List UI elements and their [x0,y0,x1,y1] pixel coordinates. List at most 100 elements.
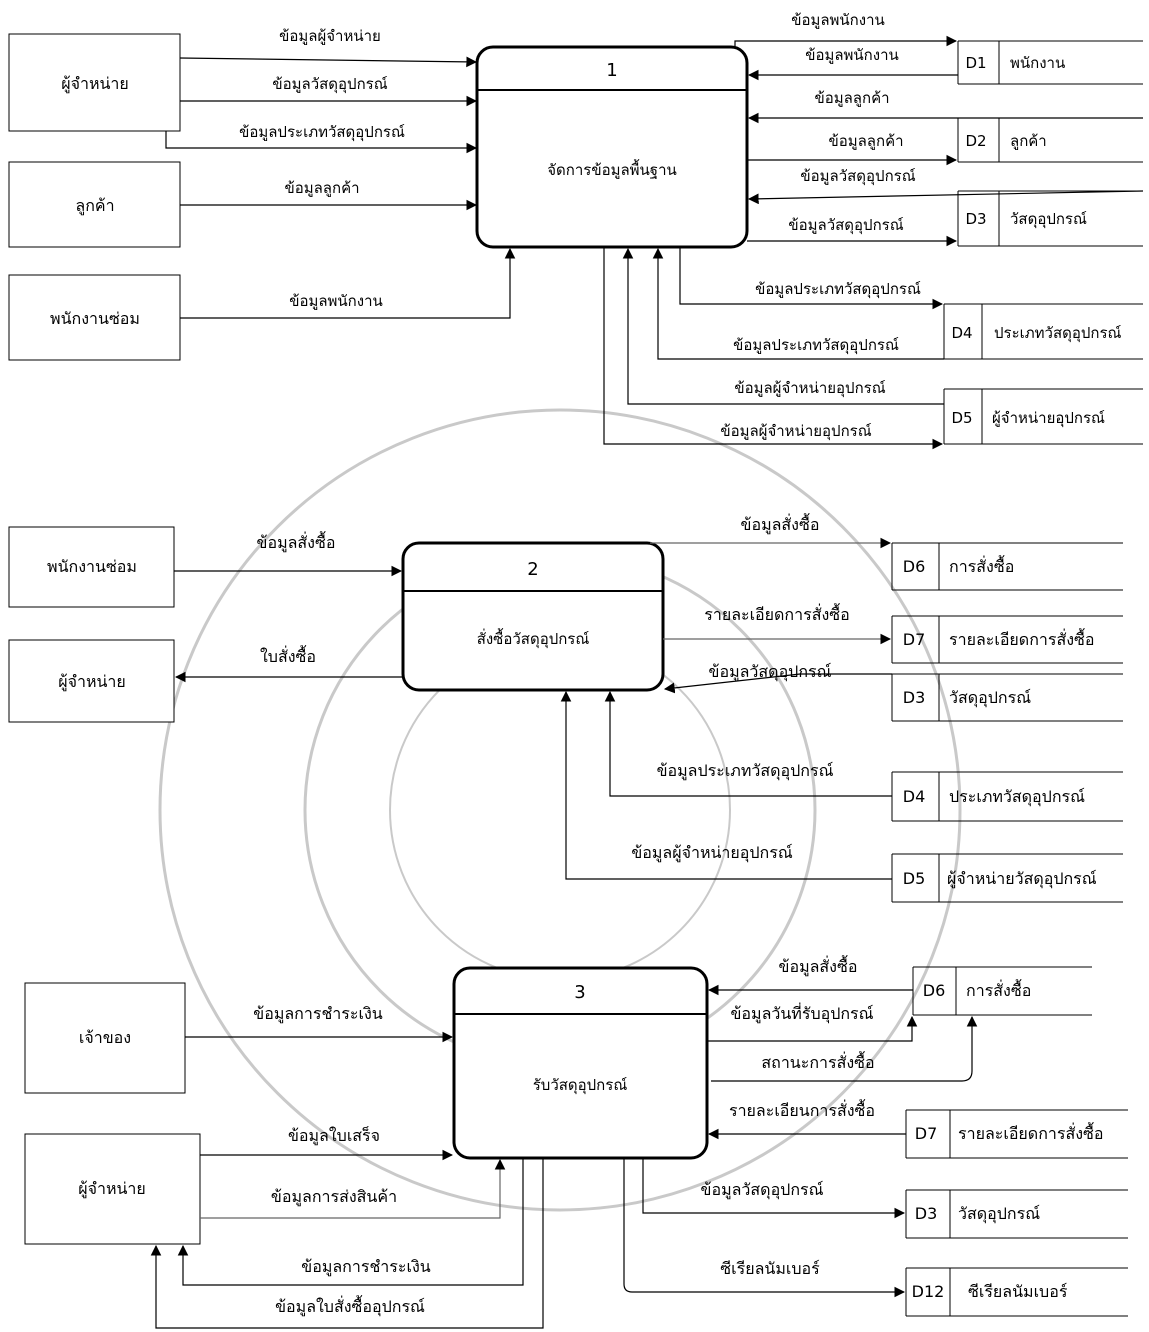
process-name: จัดการข้อมูลพื้นฐาน [547,159,677,179]
flow-label: ข้อมูลใบเสร็จ [288,1125,380,1146]
store-label: ประเภทวัสดุอุปกรณ์ [994,324,1122,343]
store-label: D12 [912,1282,945,1301]
flow-d4-in [652,247,944,360]
entity-label: พนักงานซ่อม [47,557,137,576]
store-d6-2: D6 การสั่งซื้อ [891,542,1123,591]
flow-d5-out [603,247,944,450]
entity-supplier-1: ผู้จำหน่าย [8,33,181,132]
flow-label: ข้อมูลวัสดุอุปกรณ์ [701,1180,824,1200]
store-d12-3: D12 ซีเรียลนัมเบอร์ [905,1267,1128,1317]
flow-label: ข้อมูลสั่งซื้อ [257,531,336,553]
flow-label: ข้อมูลผู้จำหน่ายอุปกรณ์ [720,422,871,441]
store-d5-2: D5 ผู้จำหน่ายวัสดุอุปกรณ์ [891,853,1123,903]
process-name: สั่งซื้อวัสดุอุปกรณ์ [477,628,590,649]
diagram-1: ผู้จำหน่าย ลูกค้า พนักงานซ่อม 1 จัดการข้… [8,11,1144,450]
flow-receive-date [707,1015,918,1042]
flow-label: ข้อมูลวัสดุอุปกรณ์ [272,75,387,94]
flow-label: ข้อมูลวัสดุอุปกรณ์ [800,167,915,186]
flow-label: ข้อมูลประเภทวัสดุอุปกรณ์ [657,761,834,781]
process-3: 3 รับวัสดุอุปกรณ์ [452,966,709,1160]
entity-label: ลูกค้า [75,196,114,216]
store-d3-3: D3 วัสดุอุปกรณ์ [905,1189,1128,1239]
diagram-3: เจ้าของ ผู้จำหน่าย 3 รับวัสดุอุปกรณ์ ข้อ… [24,955,1128,1329]
store-label: ผู้จำหน่ายอุปกรณ์ [992,409,1105,428]
store-label: ลูกค้า [1010,132,1047,150]
flow-d5-in [622,247,944,405]
flow-label: ข้อมูลสั่งซื้อ [741,513,820,535]
flow-d3-equipment-3 [642,1158,906,1219]
store-label: วัสดุอุปกรณ์ [1010,210,1087,229]
flow-label: รายละเอียดการสั่งซื้อ [704,603,850,624]
flow-payment-out [177,1158,524,1286]
flow-label: ข้อมูลผู้จำหน่ายอุปกรณ์ [734,379,885,398]
flow-label: ซีเรียลนัมเบอร์ [720,1259,820,1278]
flow-label: ใบสั่งซื้อ [260,645,316,666]
entity-label: ผู้จำหน่าย [58,672,126,692]
store-label: D7 [915,1124,938,1143]
flow-label: ข้อมูลพนักงาน [805,46,899,64]
flow-d3-equipment [663,673,892,694]
flow-label: ข้อมูลสั่งซื้อ [779,955,858,977]
store-d4: D4 ประเภทวัสดุอุปกรณ์ [943,303,1143,360]
store-d5: D5 ผู้จำหน่ายอุปกรณ์ [943,388,1143,445]
flow-label: ข้อมูลวันที่รับอุปกรณ์ [730,1002,873,1024]
flow-label: ข้อมูลวัสดุอุปกรณ์ [788,216,903,235]
process-name: รับวัสดุอุปกรณ์ [533,1076,628,1095]
entity-label: เจ้าของ [79,1028,131,1047]
store-d4-2: D4 ประเภทวัสดุอุปกรณ์ [891,771,1123,822]
store-d3: D3 วัสดุอุปกรณ์ [957,190,1143,247]
process-2: 2 สั่งซื้อวัสดุอุปกรณ์ [401,541,665,692]
flow-order-status [711,1015,978,1082]
store-label: การสั่งซื้อ [949,555,1014,576]
flow-d4-out [679,247,944,310]
store-d1: D1 พนักงาน [957,40,1143,85]
entity-customer-1: ลูกค้า [8,161,181,248]
flow-supplier-data [179,56,478,68]
store-label: รายละเอียดการสั่งซื้อ [958,1122,1104,1143]
flow-d5-supplier [560,690,892,880]
flow-label: ข้อมูลประเภทวัสดุอุปกรณ์ [239,123,405,142]
flow-label: ข้อมูลการชำระเงิน [301,1257,430,1277]
store-label: D4 [903,787,926,806]
entity-supplier-3: ผู้จำหน่าย [24,1133,201,1245]
store-label: D3 [915,1204,938,1223]
flow-label: ข้อมูลลูกค้า [284,179,359,197]
flow-label: รายละเอียนการสั่งซื้อ [729,1099,875,1120]
store-label: วัสดุอุปกรณ์ [958,1204,1040,1224]
entity-owner-3: เจ้าของ [24,982,186,1094]
flow-label: ข้อมูลลูกค้า [828,132,903,150]
entity-technician-1: พนักงานซ่อม [8,274,181,361]
process-1: 1 จัดการข้อมูลพื้นฐาน [475,45,749,249]
store-label: D5 [903,869,926,888]
store-label: พนักงาน [1010,54,1065,72]
flow-label: ข้อมูลผู้จำหน่ายอุปกรณ์ [631,843,793,863]
store-label: D3 [903,688,926,707]
store-label: ซีเรียลนัมเบอร์ [968,1282,1068,1301]
store-d6-3: D6 การสั่งซื้อ [912,966,1092,1016]
flow-d4-type [604,690,892,797]
flow-d1-out [734,35,958,47]
entity-supplier-2: ผู้จำหน่าย [8,639,175,723]
entity-technician-2: พนักงานซ่อม [8,526,175,608]
flow-label: ข้อมูลใบสั่งซื้ออุปกรณ์ [275,1295,425,1317]
store-d3-2: D3 วัสดุอุปกรณ์ [891,673,1123,722]
store-label: ผู้จำหน่ายวัสดุอุปกรณ์ [947,869,1097,889]
store-d7-3: D7 รายละเอียดการสั่งซื้อ [905,1109,1128,1159]
store-label: D6 [903,557,926,576]
flow-label: ข้อมูลการส่งสินค้า [271,1187,397,1207]
flow-label: ข้อมูลผู้จำหน่าย [279,27,381,45]
flow-label: ข้อมูลวัสดุอุปกรณ์ [709,662,832,682]
flow-label: ข้อมูลประเภทวัสดุอุปกรณ์ [733,336,899,355]
process-number: 2 [527,559,538,580]
process-number: 1 [606,60,617,81]
store-label: D7 [903,630,926,649]
store-label: การสั่งซื้อ [966,979,1031,1000]
flow-d3-in [747,190,1144,205]
flow-shipping [200,1158,506,1219]
store-label: D6 [923,981,946,1000]
flow-po-data [150,1158,544,1329]
flow-label: ข้อมูลลูกค้า [814,89,889,107]
process-number: 3 [574,982,585,1003]
store-d2: D2 ลูกค้า [957,117,1143,163]
